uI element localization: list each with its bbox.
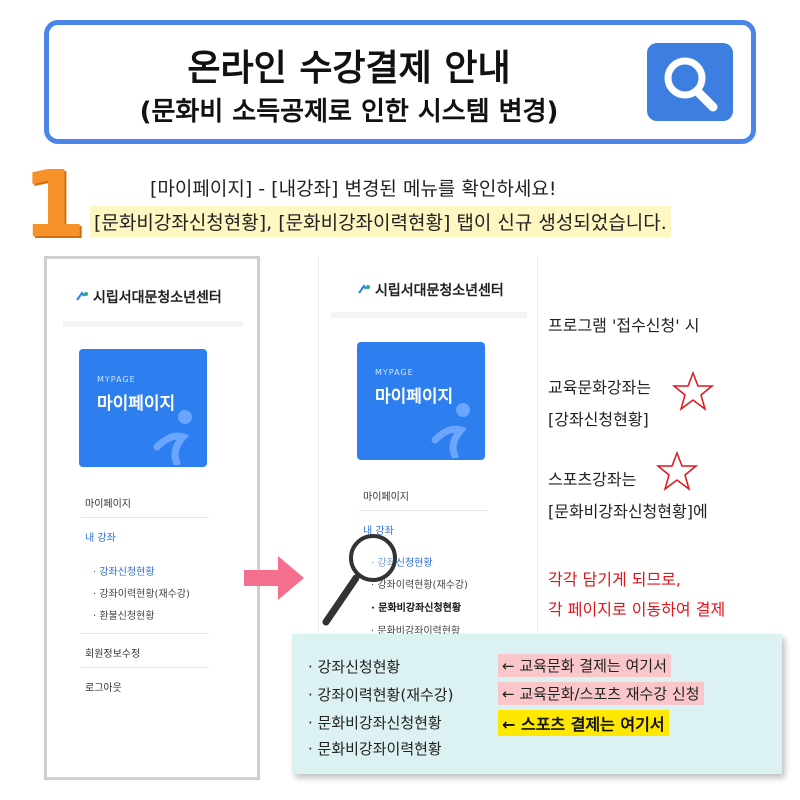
card-label: 마이페이지 [97,394,176,414]
step-number: 1 [22,151,87,258]
star-icon [656,450,698,491]
card-label: 마이페이지 [375,387,454,407]
arrow-right-icon [244,556,304,600]
mypage-panel-after: 시립서대문청소년센터 MYPAGE 마이페이지 마이페이지 내 강좌 · 강좌신… [318,256,538,656]
menu-divider [81,667,209,668]
note-line3: [강좌신청현황] [548,410,649,429]
card-label-small: MYPAGE [375,368,414,377]
menu-divider [81,633,209,634]
menu-divider [359,510,487,511]
mypage-card[interactable]: MYPAGE 마이페이지 [79,349,207,467]
step-instruction: [마이페이지] - [내강좌] 변경된 메뉴를 확인하세요! [150,178,557,200]
info-tag-culture-payment: ← 교육문화 결제는 여기서 [498,654,671,677]
info-tag-retake: ← 교육문화/스포츠 재수강 신청 [498,682,704,705]
mypage-panel-before: 시립서대문청소년센터 MYPAGE 마이페이지 마이페이지 내 강좌 · 강좌신… [44,256,260,780]
page-subtitle: (문화비 소득공제로 인한 시스템 변경) [139,97,559,127]
logo-divider [331,312,527,318]
site-name: 시립서대문청소년센터 [375,283,504,299]
menu-divider [81,517,209,518]
note-line5: [문화비강좌신청현황]에 [548,502,708,521]
menu-logout[interactable]: 로그아웃 [85,683,122,694]
sub-course-history[interactable]: · 강좌이력현황(재수강) [371,580,468,591]
logo-icon [358,284,370,294]
site-name: 시립서대문청소년센터 [93,290,222,306]
note-line1: 프로그램 '접수신청' 시 [548,316,700,335]
card-label-small: MYPAGE [97,375,136,384]
person-icon [431,403,470,458]
search-icon [664,57,718,112]
search-button[interactable] [647,43,733,121]
note-red-line2: 각 페이지로 이동하여 결제 [548,600,726,619]
note-line2: 교육문화강좌는 [548,378,652,397]
menu-mypage[interactable]: 마이페이지 [85,499,131,510]
star-icon [672,370,714,411]
step-highlight-text: [문화비강좌신청현황], [문화비강좌이력현황] 탭이 신규 생성되었습니다. [90,206,671,237]
note-red-line1: 각각 담기게 되므로, [548,570,682,589]
info-box: · 강좌신청현황 · 강좌이력현황(재수강) · 문화비강좌신청현황 · 문화비… [292,634,782,774]
info-bullet-culture-status: · 문화비강좌신청현황 [308,714,442,732]
magnifier-icon [322,534,397,626]
menu-mypage[interactable]: 마이페이지 [363,492,409,503]
title-banner: 온라인 수강결제 안내 (문화비 소득공제로 인한 시스템 변경) [44,20,756,144]
sub-culture-course-status[interactable]: · 문화비강좌신청현황 [371,603,462,614]
note-line4: 스포츠강좌는 [548,470,637,489]
info-bullet-course-history: · 강좌이력현황(재수강) [308,686,454,704]
page-title: 온라인 수강결제 안내 [187,48,511,89]
info-tag-sports-payment: ← 스포츠 결제는 여기서 [498,710,669,736]
info-bullet-course-status: · 강좌신청현황 [308,658,401,676]
mypage-card[interactable]: MYPAGE 마이페이지 [357,342,485,460]
info-bullet-culture-history: · 문화비강좌이력현황 [308,740,442,758]
menu-my-course[interactable]: 내 강좌 [85,533,116,544]
person-icon [153,410,192,465]
sub-course-status[interactable]: · 강좌신청현황 [93,567,155,578]
menu-my-course[interactable]: 내 강좌 [363,526,394,537]
sub-course-history[interactable]: · 강좌이력현황(재수강) [93,589,190,600]
menu-profile[interactable]: 회원정보수정 [85,649,141,660]
sub-refund-status[interactable]: · 환불신청현황 [93,611,155,622]
logo-icon [76,291,88,301]
sub-culture-course-history[interactable]: · 문화비강좌이력현황 [371,626,461,637]
site-logo: 시립서대문청소년센터 [75,287,222,307]
logo-divider [63,321,243,327]
sub-course-status[interactable]: · 강좌신청현황 [371,558,433,569]
site-logo: 시립서대문청소년센터 [357,280,504,300]
